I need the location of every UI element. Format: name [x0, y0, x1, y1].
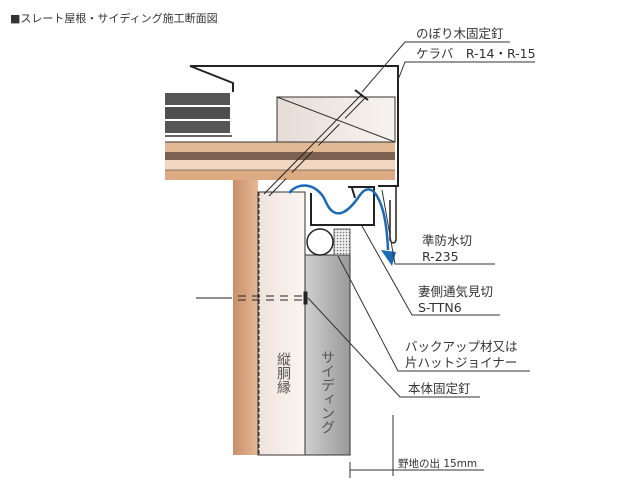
- diagram-title: ■スレート屋根・サイディング施工断面図: [10, 11, 218, 25]
- label-waterproof-code: R-235: [422, 249, 459, 264]
- label-body-nail: 本体固定釘: [408, 381, 471, 396]
- label-overhang: 野地の出 15mm: [398, 457, 477, 470]
- label-rafter-nail: のぼり木固定釘: [416, 26, 504, 41]
- leader-lines: [307, 41, 535, 478]
- backup-material: [306, 228, 334, 256]
- airflow-arrow: [288, 184, 390, 251]
- slate-roofing: [165, 93, 232, 137]
- label-backup: バックアップ材又は: [405, 339, 518, 354]
- hat-joiner: [333, 228, 351, 256]
- label-waterproof: 準防水切: [422, 233, 472, 248]
- post: [233, 180, 258, 455]
- rafter-nail: [263, 89, 369, 197]
- furring-strip: [257, 191, 306, 456]
- vent-closure: [310, 186, 375, 226]
- label-hat-joiner: 片ハットジョイナー: [405, 355, 517, 370]
- arrowhead-icon: [381, 250, 396, 266]
- label-vent-code: S-TTN6: [418, 300, 462, 315]
- label-vent: 妻側通気見切: [418, 284, 493, 299]
- body-nail: [196, 291, 308, 305]
- keraba-cap: [189, 65, 399, 187]
- label-siding: サイディング: [319, 350, 335, 434]
- label-furring: 縦胴縁: [275, 352, 291, 394]
- label-keraba: ケラバ R-14・R-15: [416, 46, 536, 61]
- siding-panel: [304, 254, 351, 456]
- rafter-block: [276, 96, 396, 143]
- roof-boards: [165, 141, 395, 180]
- waterproof-flashing: [389, 186, 397, 244]
